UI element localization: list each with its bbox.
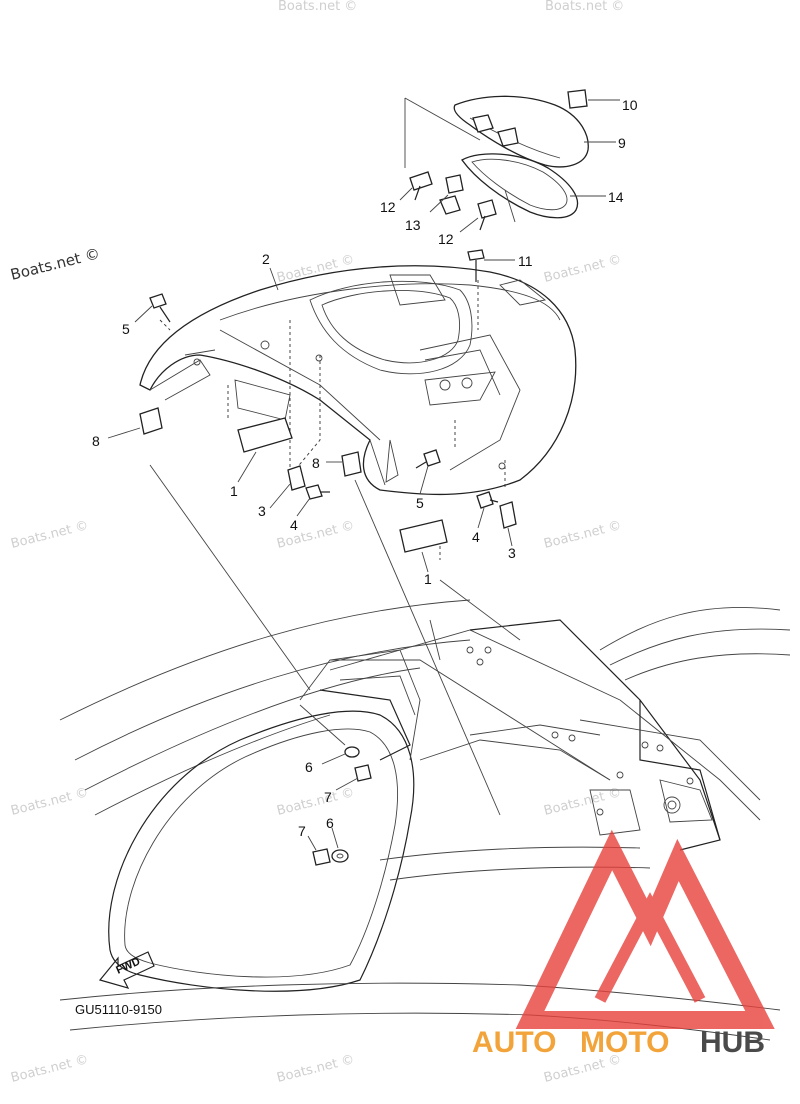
callout-7: 7	[298, 823, 306, 839]
watermark-text: Boats.net ©	[275, 1052, 356, 1086]
fwd-arrow: FWD	[98, 951, 155, 989]
callout-1: 1	[424, 571, 432, 587]
callout-11: 11	[518, 253, 533, 269]
brand-moto: MOTO	[580, 1026, 669, 1059]
hardware	[139, 249, 517, 866]
brand-hub: HUB	[700, 1026, 765, 1059]
rear-cover	[139, 265, 577, 560]
diagram-code: GU51110-9150	[75, 1002, 162, 1017]
brand-logo	[515, 829, 775, 1029]
callout-3: 3	[258, 503, 266, 519]
callout-12: 12	[438, 231, 454, 247]
callout-12: 12	[380, 199, 396, 215]
brand-wordmark: AUTO MOTO HUB	[472, 1026, 765, 1059]
watermark-text: Boats.net ©	[275, 518, 356, 552]
logo-inner-icon	[594, 892, 706, 1003]
callout-1: 1	[230, 483, 238, 499]
watermark-text: Boats.net ©	[9, 785, 90, 819]
callout-4: 4	[290, 517, 298, 533]
watermark-text: Boats.net ©	[9, 244, 102, 284]
callout-14: 14	[608, 189, 624, 205]
callout-leaders	[107, 99, 620, 851]
watermark-text: Boats.net ©	[545, 0, 624, 14]
callout-13: 13	[405, 217, 421, 233]
callout-5: 5	[122, 321, 130, 337]
brand-auto: AUTO	[472, 1026, 556, 1059]
callout-6: 6	[305, 759, 313, 775]
callout-5: 5	[416, 495, 424, 511]
logo-triangle-icon	[515, 829, 775, 1029]
lid-assembly	[404, 89, 589, 231]
watermark-text: Boats.net ©	[542, 252, 623, 286]
callout-8: 8	[312, 455, 320, 471]
callout-8: 8	[92, 433, 100, 449]
leader-lines	[149, 464, 521, 816]
callout-4: 4	[472, 529, 480, 545]
hull-outline	[59, 599, 791, 1041]
callout-3: 3	[508, 545, 516, 561]
callout-labels: 10 9 14 12 13 12 11 2 5 8 1 3 4 8 5 4 3 …	[92, 97, 638, 839]
callout-9: 9	[618, 135, 626, 151]
watermark-text: Boats.net ©	[542, 518, 623, 552]
callout-7: 7	[324, 789, 332, 805]
watermark-text: Boats.net ©	[9, 518, 90, 552]
callout-2: 2	[262, 251, 270, 267]
callout-10: 10	[622, 97, 638, 113]
watermark-text: Boats.net ©	[278, 0, 357, 14]
callout-6: 6	[326, 815, 334, 831]
watermark-text: Boats.net ©	[275, 785, 356, 819]
watermark-text: Boats.net ©	[9, 1052, 90, 1086]
